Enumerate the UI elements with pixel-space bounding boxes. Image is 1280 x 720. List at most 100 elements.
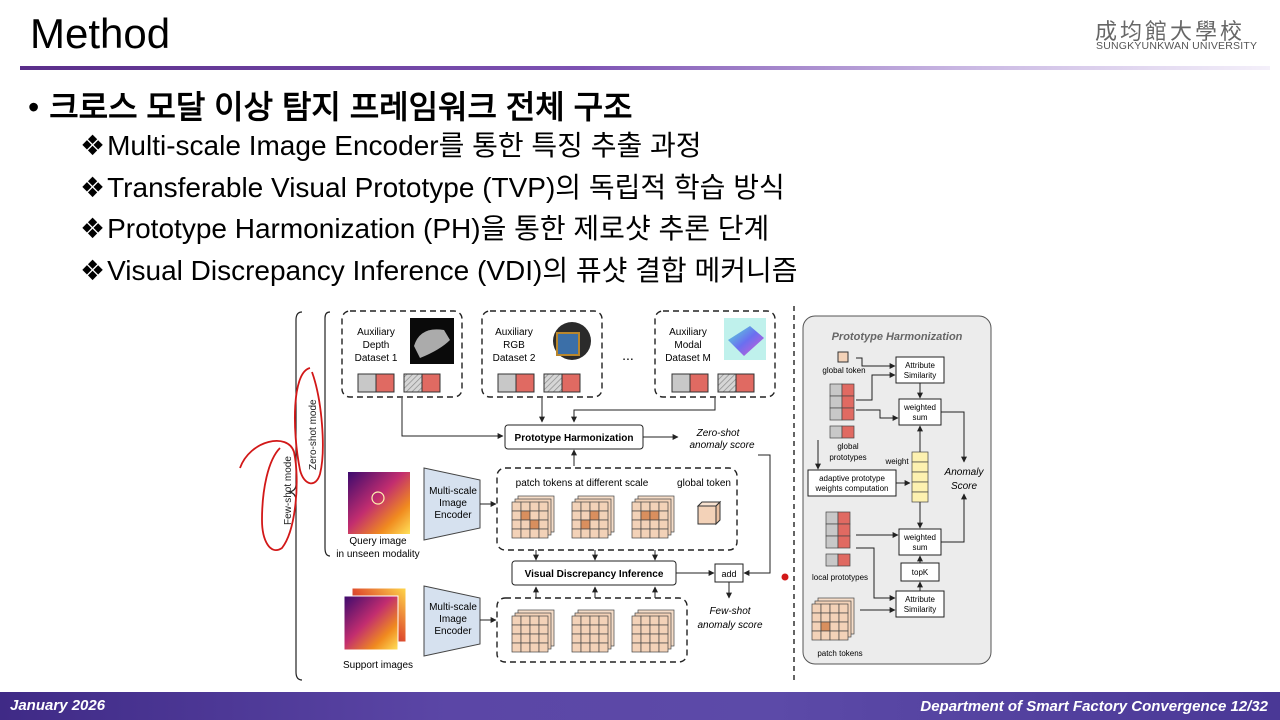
auxiliary-dataset-2: Auxiliary RGB Dataset 2	[481, 310, 603, 398]
grid-cell	[538, 510, 549, 521]
diamond-bullet-icon: ❖	[80, 212, 106, 245]
aux-label: Auxiliary	[357, 327, 395, 338]
attribute-similarity-label: Attribute	[905, 361, 935, 370]
global-token-icon	[837, 351, 849, 363]
grid-cell	[511, 615, 522, 626]
grid-cell	[520, 510, 531, 521]
encoder-label: Image	[439, 614, 467, 625]
token-hatched	[717, 373, 737, 393]
aux-label: Dataset M	[665, 353, 711, 364]
grid-cell	[838, 603, 849, 614]
grid-cell	[529, 615, 540, 626]
grid-cell	[829, 612, 840, 623]
global-prototypes-stack	[829, 383, 855, 439]
patch-grid	[631, 609, 675, 653]
encoder-label: Multi-scale	[429, 602, 477, 613]
connector	[743, 454, 771, 576]
global-prototypes-label: prototypes	[829, 453, 866, 462]
token-red	[561, 373, 581, 393]
grid-cell	[571, 624, 582, 635]
grid-cell	[820, 612, 831, 623]
grid-cell	[538, 624, 549, 635]
grid-cell	[580, 519, 591, 530]
global-token-cube	[697, 505, 717, 525]
grid-cell	[640, 633, 651, 644]
attribute-similarity-label: Similarity	[904, 371, 936, 380]
title-underline	[20, 66, 1270, 70]
few-shot-score-label: Few-shot	[709, 606, 751, 617]
grid-cell	[538, 528, 549, 539]
grid-cell	[631, 642, 642, 653]
grid-cell	[640, 510, 651, 521]
grid-cell	[631, 633, 642, 644]
grid-cell	[538, 501, 549, 512]
pointer-dot	[781, 573, 789, 581]
grid-cell	[589, 633, 600, 644]
footer-bar: January 2026 Department of Smart Factory…	[0, 692, 1280, 720]
grid-cell	[571, 528, 582, 539]
aux-label: Modal	[674, 340, 701, 351]
patch-grid	[631, 495, 675, 539]
grid-cell	[838, 621, 849, 632]
footer-date: January 2026	[10, 697, 106, 714]
aux-label: Dataset 2	[493, 353, 536, 364]
token-gray	[671, 373, 691, 393]
grid-cell	[838, 612, 849, 623]
grid-cell	[598, 624, 609, 635]
grid-cell	[598, 519, 609, 530]
grid-cell	[529, 528, 540, 539]
grid-cell	[658, 615, 669, 626]
weighted-sum-label: weighted	[903, 533, 936, 542]
patch-grid	[511, 495, 555, 539]
grid-cell	[580, 501, 591, 512]
rgb-image-chip	[556, 332, 580, 356]
university-logo-hanja: 成均館大學校	[1095, 20, 1246, 45]
sub-item: ❖Prototype Harmonization (PH)을 통한 제로샷 추론…	[80, 207, 769, 247]
grid-cell	[811, 630, 822, 641]
grid-cell	[520, 633, 531, 644]
aux-label: RGB	[503, 340, 525, 351]
grid-cell	[631, 519, 642, 530]
encoder-label: Encoder	[434, 510, 472, 521]
grid-cell	[520, 615, 531, 626]
diamond-bullet-icon: ❖	[80, 171, 106, 204]
few-shot-score-label: anomaly score	[697, 620, 762, 631]
grid-cell	[649, 624, 660, 635]
pen-annotation-stroke	[294, 367, 324, 485]
prototype-cell	[825, 511, 839, 525]
global-token-label: global token	[677, 478, 731, 489]
aux-label: Auxiliary	[495, 327, 533, 338]
grid-cell	[538, 615, 549, 626]
zero-shot-mode-label: Zero-shot mode	[308, 399, 319, 470]
prototype-cell	[825, 535, 839, 549]
patch-grid	[571, 609, 615, 653]
attribute-similarity-label: Similarity	[904, 605, 936, 614]
grid-cell	[640, 528, 651, 539]
aux-label: Dataset 1	[355, 353, 398, 364]
zero-shot-brace	[324, 311, 331, 557]
grid-cell	[649, 501, 660, 512]
prototype-cell	[837, 523, 851, 537]
sub-item-text: Multi-scale Image Encoder를 통한 특징 추출 과정	[107, 130, 702, 161]
grid-cell	[589, 501, 600, 512]
grid-cell	[631, 501, 642, 512]
weighted-sum-label: sum	[912, 543, 927, 552]
grid-cell	[658, 528, 669, 539]
patch-tokens-scale-label: patch tokens at different scale	[516, 478, 649, 489]
prototype-cell	[837, 535, 851, 549]
patch-tokens-grid	[811, 597, 855, 641]
prototype-cell	[825, 553, 839, 567]
grid-cell	[838, 630, 849, 641]
prototype-cell	[841, 383, 855, 397]
prototype-cell	[841, 407, 855, 421]
grid-cell	[829, 630, 840, 641]
grid-cell	[571, 642, 582, 653]
grid-cell	[580, 510, 591, 521]
university-logo-name: SUNGKYUNKWAN UNIVERSITY	[1096, 40, 1258, 52]
grid-cell	[589, 528, 600, 539]
connector	[856, 357, 896, 369]
prototype-cell	[829, 383, 843, 397]
grid-cell	[649, 633, 660, 644]
grid-cell	[538, 519, 549, 530]
grid-cell	[640, 624, 651, 635]
